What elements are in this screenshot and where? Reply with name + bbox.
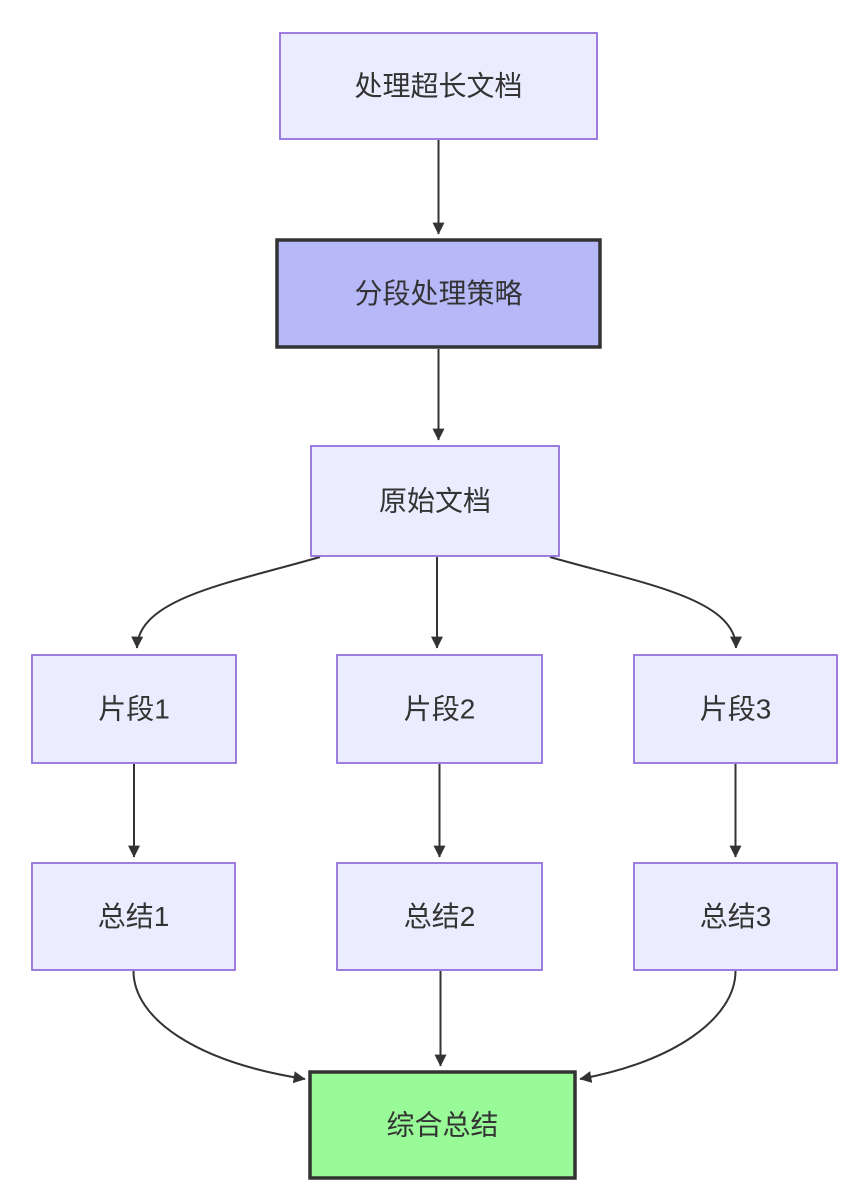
node-segment-3-label: 片段3	[700, 694, 772, 725]
node-original-document: 原始文档	[310, 445, 560, 557]
node-process-long-document-box	[279, 32, 598, 140]
node-summary-2-label: 总结2	[404, 901, 476, 932]
edge-summary-3-to-final	[579, 970, 737, 1083]
edge-original-to-segment-3	[549, 556, 742, 649]
node-final-summary-box	[308, 1070, 577, 1180]
node-segmentation-strategy-label: 分段处理策略	[354, 278, 522, 309]
node-segment-2: 片段2	[336, 654, 543, 764]
node-final-summary-label: 综合总结	[386, 1110, 498, 1141]
node-process-long-document: 处理超长文档	[279, 32, 598, 140]
node-summary-3-label: 总结3	[700, 901, 772, 932]
node-summary-3: 总结3	[633, 862, 838, 971]
node-summary-1-box	[31, 862, 236, 971]
node-segment-3-box	[633, 654, 838, 764]
node-segment-1-label: 片段1	[98, 694, 170, 725]
node-final-summary: 综合总结	[308, 1070, 577, 1180]
node-segment-2-label: 片段2	[404, 694, 476, 725]
node-original-document-label: 原始文档	[379, 486, 491, 517]
node-segment-3: 片段3	[633, 654, 838, 764]
node-segment-1: 片段1	[31, 654, 237, 764]
node-summary-1: 总结1	[31, 862, 236, 971]
node-segmentation-strategy-box	[275, 238, 602, 349]
edges	[128, 140, 742, 1084]
node-summary-3-box	[633, 862, 838, 971]
node-segmentation-strategy: 分段处理策略	[275, 238, 602, 349]
edge-summary-1-to-final	[132, 970, 306, 1084]
node-summary-2-box	[336, 862, 543, 971]
node-original-document-box	[310, 445, 560, 557]
edge-original-to-segment-1	[131, 556, 321, 649]
node-summary-1-label: 总结1	[98, 901, 170, 932]
nodes: 处理超长文档 分段处理策略 原始文档 片段1 片段2 片段3 总结1	[31, 32, 838, 1180]
node-segment-1-box	[31, 654, 237, 764]
node-process-long-document-label: 处理超长文档	[354, 71, 522, 102]
node-summary-2: 总结2	[336, 862, 543, 971]
node-segment-2-box	[336, 654, 543, 764]
